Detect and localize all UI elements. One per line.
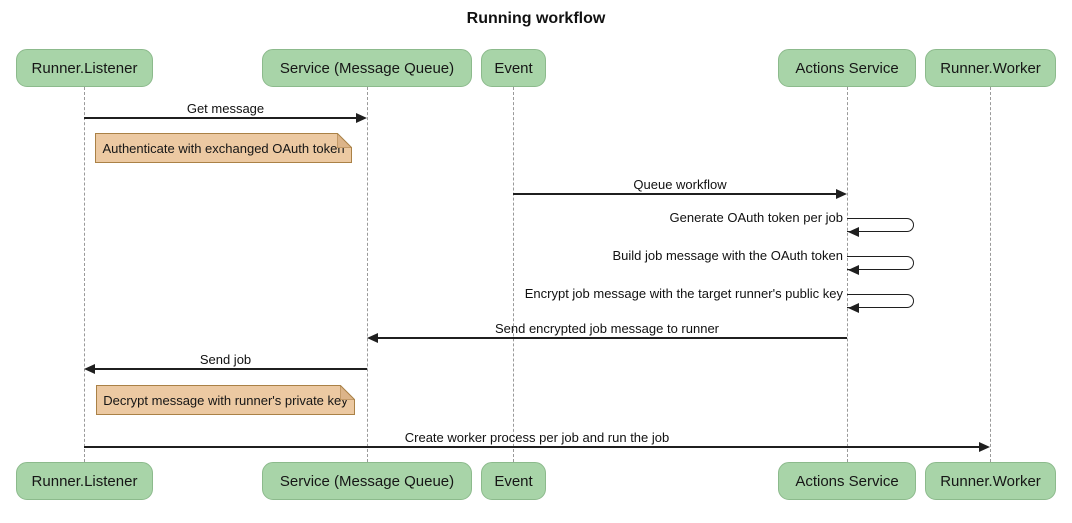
- actor-label: Runner.Listener: [31, 472, 138, 490]
- actor-top-actions-service: Actions Service: [778, 49, 916, 87]
- actor-top-event: Event: [481, 49, 546, 87]
- message-label-build-job-message: Build job message with the OAuth token: [612, 248, 843, 263]
- message-label-encrypt-job-message: Encrypt job message with the target runn…: [524, 286, 843, 301]
- arrowhead-left-icon: [848, 265, 859, 275]
- actor-label: Service (Message Queue): [279, 472, 455, 490]
- message-line-queue-workflow: [513, 193, 836, 195]
- note-decrypt: Decrypt message with runner's private ke…: [96, 383, 357, 415]
- message-line-get-message: [84, 117, 356, 119]
- note-text: Authenticate with exchanged OAuth token: [102, 140, 345, 156]
- actor-top-service-message-queue: Service (Message Queue): [262, 49, 472, 87]
- arrowhead-right-icon: [836, 189, 847, 199]
- arrowhead-left-icon: [84, 364, 95, 374]
- arrowhead-right-icon: [356, 113, 367, 123]
- message-label-queue-workflow: Queue workflow: [633, 177, 727, 192]
- lifeline-service-message-queue: [367, 87, 368, 462]
- message-label-get-message: Get message: [186, 101, 265, 116]
- arrowhead-left-icon: [848, 227, 859, 237]
- actor-label: Runner.Worker: [940, 59, 1041, 77]
- actor-bottom-runner-worker: Runner.Worker: [925, 462, 1056, 500]
- note-text: Decrypt message with runner's private ke…: [103, 392, 348, 408]
- message-label-generate-oauth-token: Generate OAuth token per job: [669, 210, 843, 225]
- actor-bottom-runner-listener: Runner.Listener: [16, 462, 153, 500]
- note-fold-icon: [336, 131, 354, 149]
- message-label-send-encrypted: Send encrypted job message to runner: [494, 321, 720, 336]
- actor-label: Event: [494, 59, 533, 77]
- arrowhead-left-icon: [367, 333, 378, 343]
- self-loop-icon: [847, 256, 914, 270]
- message-line-send-job: [95, 368, 367, 370]
- self-loop-icon: [847, 294, 914, 308]
- actor-top-runner-listener: Runner.Listener: [16, 49, 153, 87]
- actor-label: Runner.Worker: [940, 472, 1041, 490]
- lifeline-runner-listener: [84, 87, 85, 462]
- message-line-send-encrypted: [378, 337, 847, 339]
- actor-label: Actions Service: [795, 472, 899, 490]
- note-authenticate: Authenticate with exchanged OAuth token: [95, 131, 354, 163]
- message-label-send-job: Send job: [199, 352, 252, 367]
- actor-top-runner-worker: Runner.Worker: [925, 49, 1056, 87]
- actor-bottom-actions-service: Actions Service: [778, 462, 916, 500]
- lifeline-runner-worker: [990, 87, 991, 462]
- actor-label: Event: [494, 472, 533, 490]
- note-fold-icon: [339, 383, 357, 401]
- actor-label: Service (Message Queue): [279, 59, 455, 77]
- lifeline-event: [513, 87, 514, 462]
- diagram-title: Running workflow: [466, 10, 606, 27]
- actor-label: Runner.Listener: [31, 59, 138, 77]
- self-loop-icon: [847, 218, 914, 232]
- actor-bottom-service-message-queue: Service (Message Queue): [262, 462, 472, 500]
- message-label-create-worker: Create worker process per job and run th…: [404, 430, 670, 445]
- message-line-create-worker: [84, 446, 979, 448]
- actor-label: Actions Service: [795, 59, 899, 77]
- arrowhead-right-icon: [979, 442, 990, 452]
- actor-bottom-event: Event: [481, 462, 546, 500]
- arrowhead-left-icon: [848, 303, 859, 313]
- lifeline-actions-service: [847, 87, 848, 462]
